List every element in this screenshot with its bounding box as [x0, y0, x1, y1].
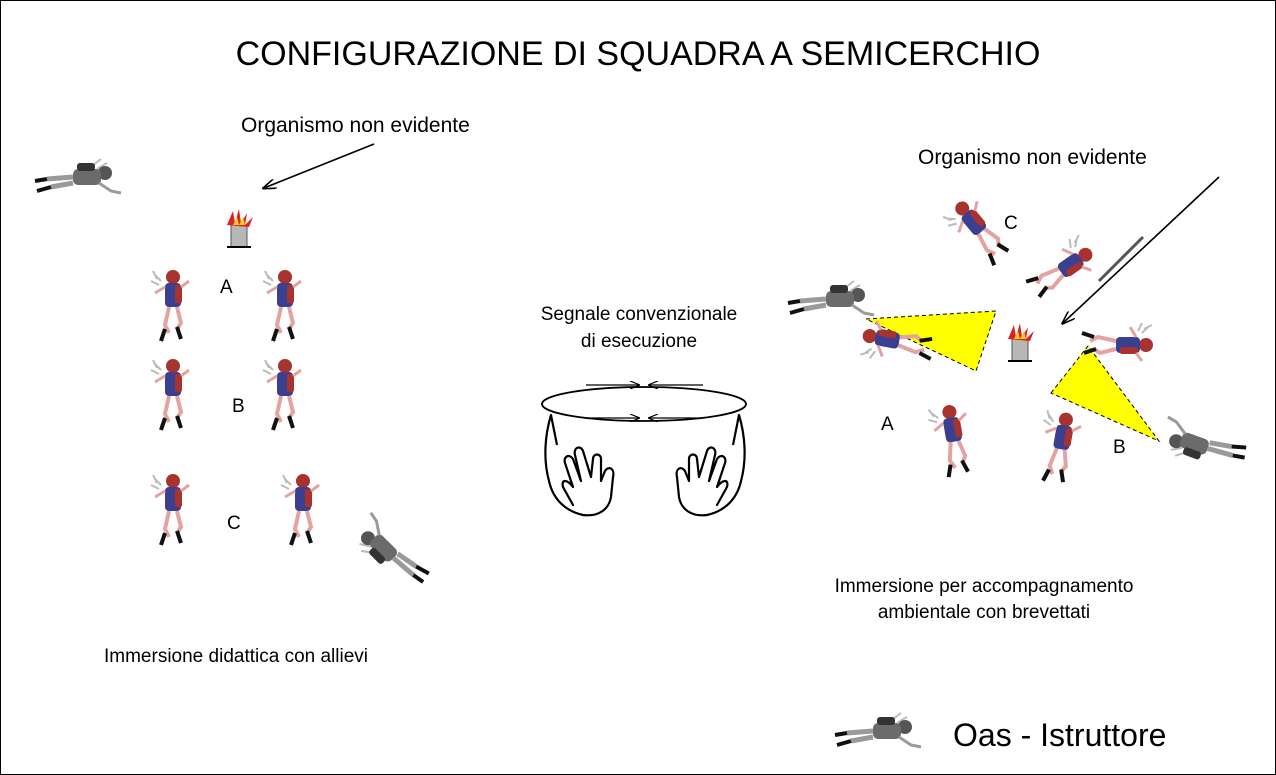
student-diver-icon	[149, 472, 191, 547]
right-caption-line1: Immersione per accompagnamento	[834, 576, 1134, 597]
student-diver-icon	[149, 357, 191, 432]
left-scene	[35, 143, 432, 598]
student-diver-icon	[149, 268, 191, 343]
pair-label-b: B	[232, 396, 245, 417]
organism-pointer-arrow	[264, 143, 375, 188]
right-caption-line2: ambientale con brevettati	[877, 602, 1091, 623]
organism-icon	[226, 208, 254, 248]
instructor-diver-icon	[1156, 417, 1248, 478]
group-label-b: B	[1113, 437, 1126, 458]
pair-label-a: A	[220, 277, 233, 298]
student-diver-icon	[924, 400, 979, 481]
instructor-diver-icon	[835, 713, 921, 747]
group-label-c: C	[1004, 213, 1018, 234]
right-organism-label: Organismo non evidente	[918, 146, 1147, 169]
hand-signal	[541, 385, 747, 517]
organism-icon	[1007, 322, 1035, 362]
torch-light-beam	[1050, 345, 1161, 443]
group-label-a: A	[881, 414, 894, 435]
student-diver-icon	[1018, 230, 1103, 307]
organism-pointer-arrow	[1063, 176, 1220, 323]
student-diver-icon	[261, 268, 303, 343]
left-hand-icon	[544, 413, 615, 517]
instructor-light-torch	[1097, 235, 1145, 283]
left-caption: Immersione didattica con allievi	[104, 646, 369, 667]
student-diver-icon	[1031, 406, 1085, 488]
signal-label-line1: Segnale convenzionale	[540, 304, 738, 325]
legend-label: Oas - Istruttore	[953, 717, 1167, 753]
instructor-diver-icon	[347, 513, 432, 598]
signal-label-line2: di esecuzione	[580, 331, 698, 352]
student-diver-icon	[279, 472, 321, 547]
student-diver-icon	[261, 357, 303, 432]
instructor-diver-icon	[35, 159, 121, 193]
right-hand-icon	[675, 413, 746, 517]
instructor-diver-icon	[788, 281, 874, 315]
page-title: CONFIGURAZIONE DI SQUADRA A SEMICERCHIO	[235, 35, 1041, 73]
left-organism-label: Organismo non evidente	[241, 114, 470, 137]
right-scene	[788, 176, 1249, 488]
pair-label-c: C	[227, 513, 241, 534]
